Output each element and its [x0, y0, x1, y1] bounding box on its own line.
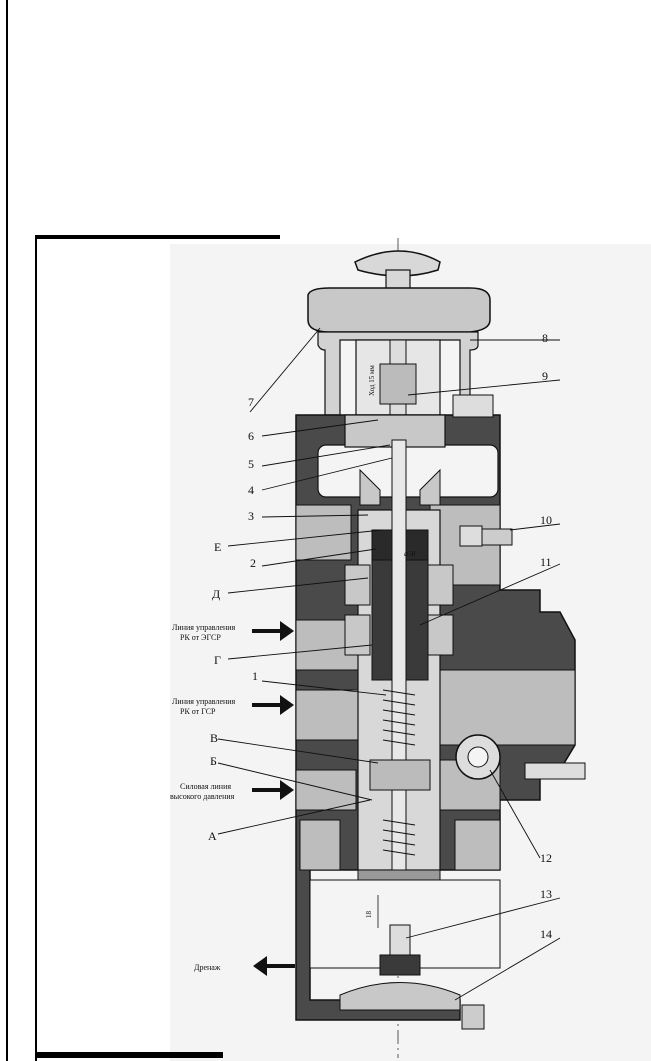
callout-2: 2 [250, 556, 256, 570]
label-ctrl-egsr-line2: РК от ЭГСР [180, 633, 221, 642]
spring [382, 689, 416, 856]
callout-V: В [210, 731, 218, 745]
arrow-gsr-in [252, 695, 294, 715]
inner-left-frame-line [35, 235, 37, 1061]
dimension-stroke: Ход 15 мм [368, 365, 376, 396]
top-frame-line [35, 235, 280, 239]
dimension-gap: 18 [365, 911, 373, 919]
callout-B: Б [210, 754, 217, 768]
callout-A: А [208, 829, 217, 843]
left-frame-line [6, 0, 8, 1061]
callout-G: Г [214, 653, 221, 667]
label-ctrl-gsr-line1: Линия управления [172, 697, 236, 706]
callout-3: 3 [248, 509, 254, 523]
callout-4: 4 [248, 483, 254, 497]
callout-D: Д [212, 587, 220, 601]
callout-7: 7 [248, 395, 254, 409]
callout-11: 11 [540, 555, 552, 569]
arrow-drain-out [253, 956, 295, 976]
label-power-line1: Силовая линия [180, 782, 231, 791]
cap-part-7 [307, 287, 491, 333]
callout-1: 1 [252, 669, 258, 683]
callout-9: 9 [542, 369, 548, 383]
callout-14: 14 [540, 927, 552, 941]
callout-5: 5 [248, 457, 254, 471]
callout-10: 10 [540, 513, 552, 527]
leader-lines [217, 327, 561, 1001]
handwheel-knob [354, 250, 441, 291]
label-power-line2: высокого давления [170, 792, 235, 801]
label-ctrl-egsr-line1: Линия управления [172, 623, 236, 632]
callout-13: 13 [540, 887, 552, 901]
arrow-egsr-in [252, 621, 294, 641]
callout-6: 6 [248, 429, 254, 443]
callout-8: 8 [542, 331, 548, 345]
arrow-power-in [252, 780, 294, 800]
label-ctrl-gsr-line2: РК от ГСР [180, 707, 216, 716]
dimension-diameter: ⌀50 [404, 550, 416, 558]
bottom-frame-line [35, 1052, 223, 1058]
callout-E: Е [214, 540, 221, 554]
callout-12: 12 [540, 851, 552, 865]
label-drain: Дренаж [194, 963, 221, 972]
